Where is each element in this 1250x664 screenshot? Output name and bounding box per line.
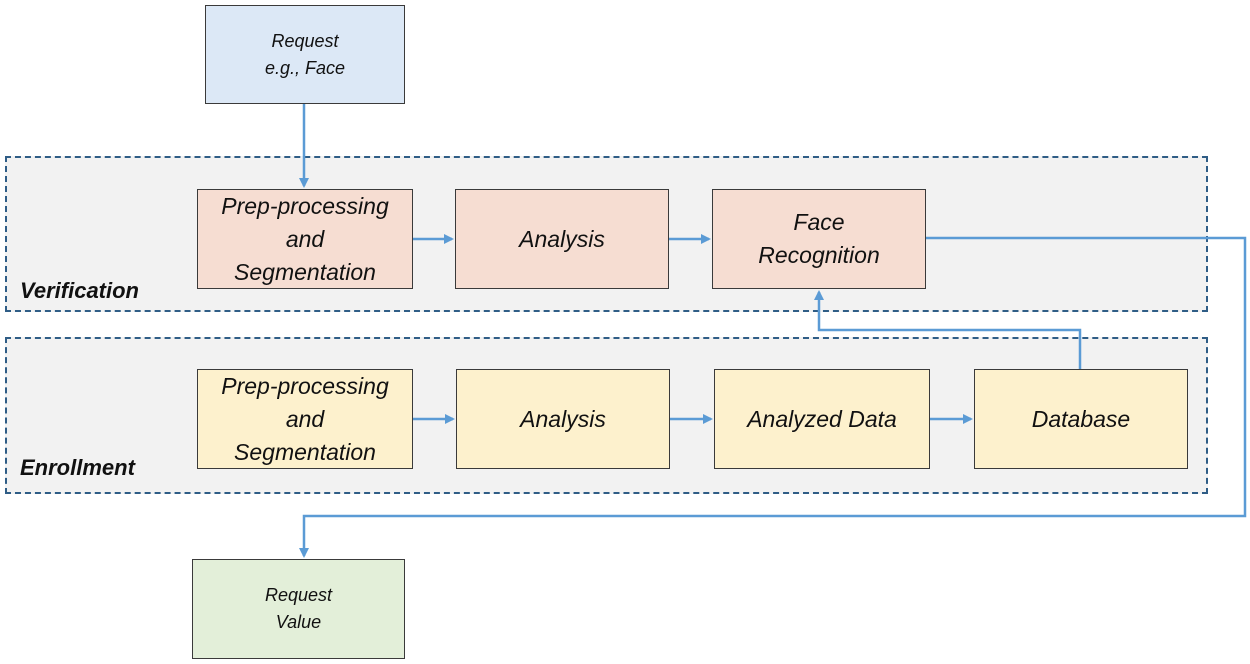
request-value-box: Request Value <box>192 559 405 659</box>
enrollment-analysis-box: Analysis <box>456 369 670 469</box>
analyzed-data-box: Analyzed Data <box>714 369 930 469</box>
face-recognition-box: Face Recognition <box>712 189 926 289</box>
enrollment-label: Enrollment <box>20 455 135 480</box>
verification-label: Verification <box>20 278 139 303</box>
verification-analysis-label: Analysis <box>519 225 605 252</box>
analyzed-data-label: Analyzed Data <box>747 405 897 432</box>
enrollment-prep-label: Prep-processing and Segmentation <box>221 372 389 465</box>
face-recognition-label: Face Recognition <box>758 209 880 268</box>
verification-prep-label: Prep-processing and Segmentation <box>221 192 389 285</box>
request-box: Request e.g., Face <box>205 5 405 104</box>
database-label: Database <box>1031 405 1131 432</box>
enrollment-analysis-label: Analysis <box>520 405 606 432</box>
database-box: Database <box>974 369 1188 469</box>
enrollment-prep-box: Prep-processing and Segmentation <box>197 369 413 469</box>
verification-prep-box: Prep-processing and Segmentation <box>197 189 413 289</box>
request-box-label: Request e.g., Face <box>264 30 346 78</box>
request-value-label: Request Value <box>264 585 333 632</box>
verification-analysis-box: Analysis <box>455 189 669 289</box>
